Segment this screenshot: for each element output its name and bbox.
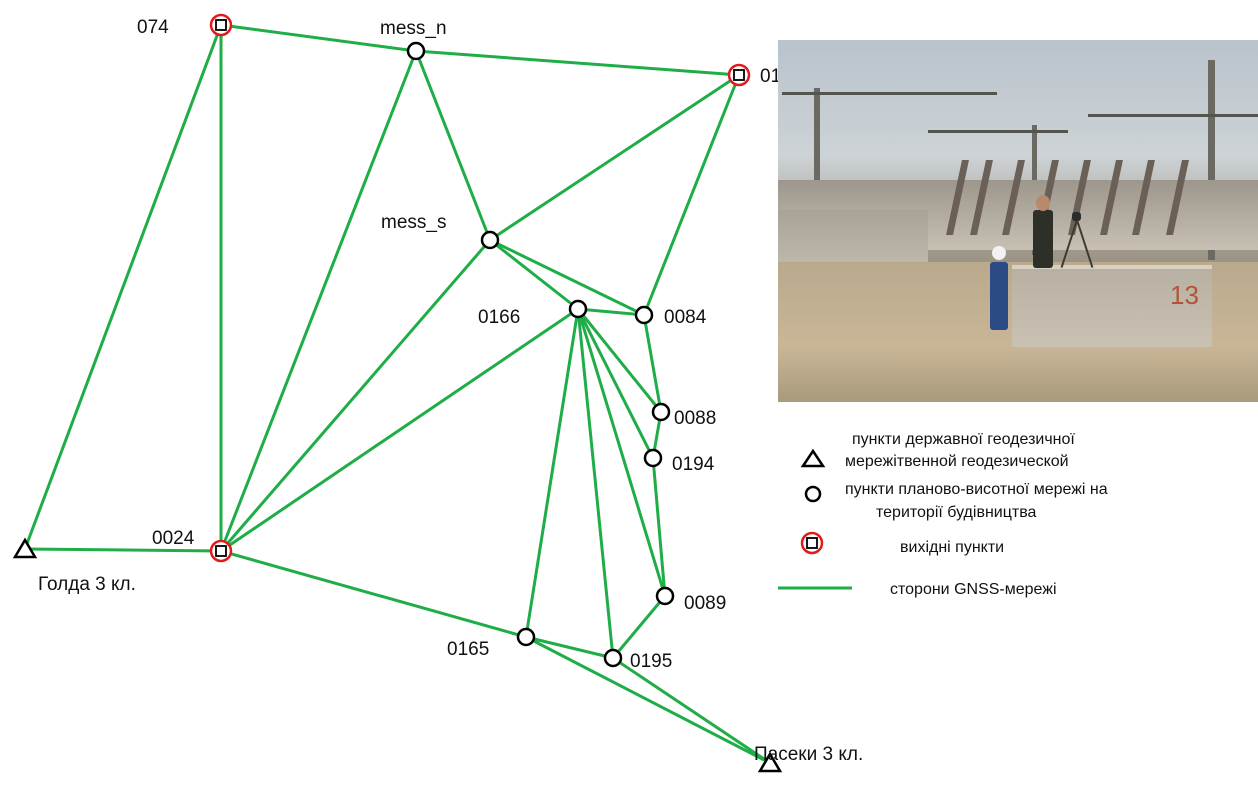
label-0166: 0166 (478, 307, 520, 328)
network-point-n0088 (651, 402, 671, 422)
worker-blue-helmet (992, 246, 1006, 260)
edge-mess_n-mess_s (414, 50, 492, 241)
node-labels: 074 01 mess_n mess_s 0166 0084 0088 0194… (38, 17, 863, 765)
legend-local-line2: території будівництва (876, 504, 1037, 521)
legend-source: вихідні пункти (900, 539, 1004, 556)
network-point-n0089 (655, 586, 675, 606)
crane-middle-jib (928, 130, 1068, 133)
label-0088: 0088 (674, 408, 716, 429)
surveyor-standing (1033, 210, 1053, 268)
label-0165: 0165 (447, 639, 489, 660)
legend-circle-icon (804, 485, 822, 503)
edge-n074-mess_n (220, 23, 417, 53)
legend-state-line2: мережітвенной геодезической (845, 453, 1069, 470)
network-point-n0166 (568, 299, 588, 319)
edge-n0024-n0165 (220, 549, 527, 639)
edge-n0084-n0088 (642, 314, 663, 413)
network-point-mess_n (406, 41, 426, 61)
edge-n01-mess_s (489, 73, 740, 242)
label-074: 074 (137, 17, 169, 38)
legend-source-square-icon (806, 537, 818, 549)
edge-n0089-n0195 (611, 595, 667, 659)
construction-site-photo: 13 (778, 40, 1258, 402)
edge-n0166-n0084 (577, 307, 645, 317)
edge-n0165-paseky (525, 635, 771, 765)
surveyor-standing-head (1036, 195, 1050, 211)
network-point-n0165 (516, 627, 536, 647)
label-0195: 0195 (630, 651, 672, 672)
network-nodes (12, 13, 783, 773)
edge-n0166-n0089 (576, 308, 667, 597)
legend-local-line1: пункти планово-висотної мережі на (845, 481, 1108, 498)
tripod-instrument (1072, 212, 1081, 221)
source-point-n0024-square-icon (215, 545, 227, 557)
edge-mess_s-n0084 (489, 238, 645, 317)
source-point-n01-square-icon (733, 69, 745, 81)
label-golda: Голда 3 кл. (38, 574, 136, 595)
label-0084: 0084 (664, 307, 707, 328)
edge-mess_n-n0024 (219, 50, 418, 552)
block-marking: 13 (1170, 280, 1199, 310)
edge-golda-n0024 (24, 547, 222, 553)
label-01: 01 (760, 66, 781, 87)
edge-n0166-n0024 (220, 307, 579, 553)
label-mess-n: mess_n (380, 18, 447, 39)
edge-n01-n0084 (642, 74, 741, 316)
crane-right (1208, 60, 1215, 260)
crane-right-jib (1088, 114, 1258, 117)
source-point-n074-square-icon (215, 19, 227, 31)
legend-triangle-icon (800, 448, 826, 468)
crane-left (814, 88, 820, 263)
edge-n0166-n0195 (576, 308, 615, 659)
edge-n0166-n0165 (524, 308, 580, 638)
edge-n0166-n0194 (576, 308, 655, 459)
edge-n0195-paseky (612, 656, 771, 765)
state-point-golda-triangle-icon (12, 537, 38, 559)
edge-mess_n-n01 (415, 49, 740, 77)
legend-state-line1: пункти державної геодезичної (852, 431, 1075, 448)
network-point-mess_s (480, 230, 500, 250)
network-point-n0195 (603, 648, 623, 668)
edge-mess_s-n0166 (489, 238, 579, 311)
label-0194: 0194 (672, 454, 715, 475)
edge-n0166-n0088 (576, 308, 663, 413)
network-point-n0194 (643, 448, 663, 468)
label-mess-s: mess_s (381, 212, 446, 233)
legend-edge: сторони GNSS-мережі (890, 581, 1057, 598)
worker-blue (990, 262, 1008, 330)
legend: пункти державної геодезичної мережітвенн… (778, 431, 1108, 598)
network-edges (23, 23, 771, 765)
label-0024: 0024 (152, 528, 195, 549)
state-point-paseky-triangle-icon (757, 751, 783, 773)
label-paseky: Пасеки 3 кл. (754, 744, 863, 765)
network-point-n0084 (634, 305, 654, 325)
crane-left-jib (782, 92, 997, 95)
edge-golda-n074 (23, 24, 223, 550)
concrete-block (1012, 265, 1212, 347)
edge-n0194-n0089 (651, 457, 667, 597)
edge-mess_s-n0024 (219, 239, 492, 552)
label-0089: 0089 (684, 593, 726, 614)
edge-n0165-n0195 (525, 635, 614, 660)
